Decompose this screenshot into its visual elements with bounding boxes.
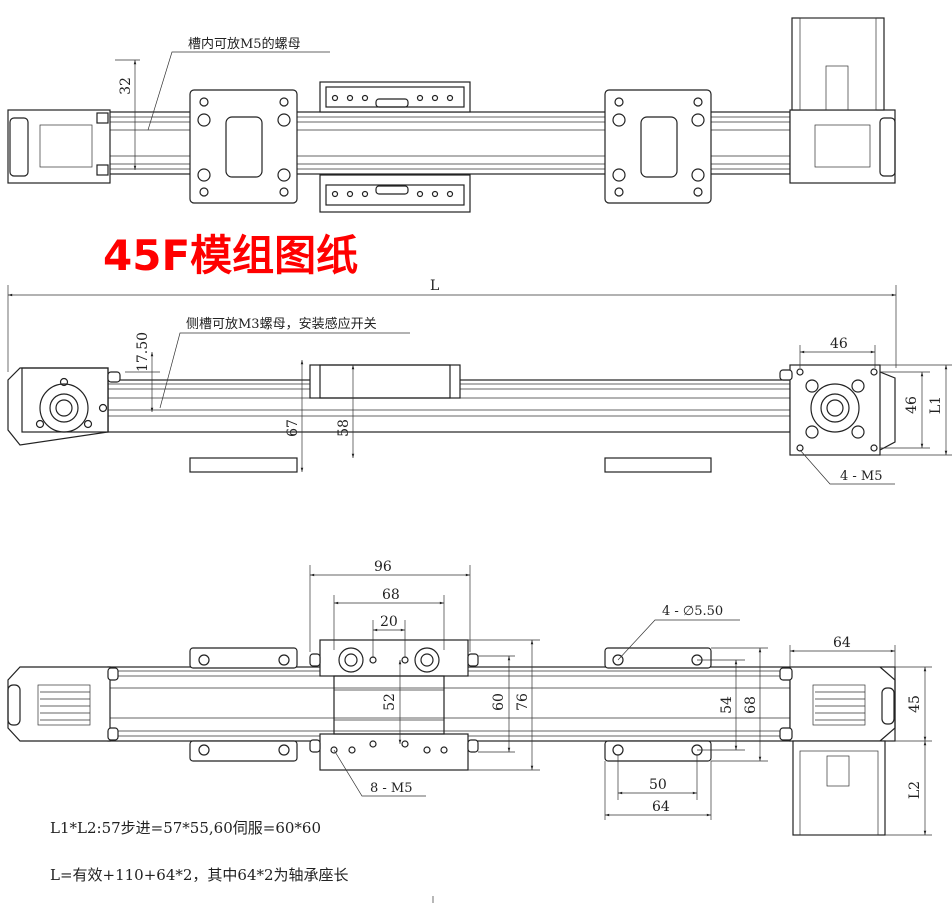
dim-20: 20 [380,614,398,630]
bottom-hole-note: 4 - ∅5.50 [662,604,723,619]
dim-52: 52 [382,693,398,711]
dim-54: 54 [719,696,735,714]
motor-size-note: L1*L2:57步进=57*55,60伺服=60*60 [50,819,321,837]
side-foot-right [604,457,712,473]
dim-46-vertical: 46 [904,396,920,414]
dim-64-bottom: 64 [652,799,670,815]
side-dimensions: 17.50 67 58 46 46 L1 [125,332,952,472]
dim-L1: L1 [928,396,944,414]
dim-50: 50 [649,777,667,793]
dim-32: 32 [118,77,134,95]
side-foot-left [189,457,298,473]
side-carriage [309,364,461,399]
side-right-motor-flange [779,364,896,456]
dim-76: 76 [515,693,531,711]
top-view: 32 槽内可放M5的螺母 [7,17,896,213]
dim-64-top: 64 [833,635,851,651]
dim-46-horizontal: 46 [830,336,848,352]
top-slot-callout: 槽内可放M5的螺母 [147,36,330,131]
dim-60: 60 [491,693,507,711]
bottom-plate-left [189,647,298,762]
dim-L2: L2 [907,781,923,799]
bottom-rail [107,666,791,742]
dim-67: 67 [285,419,301,437]
top-slot-note: 槽内可放M5的螺母 [188,36,301,52]
dim-45: 45 [907,695,923,713]
top-dimension-32: 32 [115,59,140,170]
dim-68-top: 68 [382,587,400,603]
bottom-view: 96 68 20 52 60 76 54 68 [7,559,932,836]
dim-58: 58 [336,419,352,437]
bottom-hole-callout: 4 - ∅5.50 [617,604,740,661]
drawing-title: 45F模组图纸 [103,231,358,280]
top-left-end-block [7,109,111,184]
dim-68-right: 68 [743,696,759,714]
side-view: L [7,278,952,485]
top-carriage-plate-right [604,89,712,204]
side-left-end-block [7,367,121,446]
dim-L: L [430,278,439,294]
top-center-slider [319,81,471,213]
bottom-screw-callout: 8 - M5 [333,749,426,797]
bottom-center-slider [309,639,479,771]
bottom-plate-right [604,647,712,762]
bottom-dimensions: 96 68 20 52 60 76 54 68 [309,559,932,836]
side-hole-callout: 4 - M5 [799,449,895,485]
top-carriage-plate-left [189,89,298,204]
dim-96: 96 [374,559,392,575]
dim-17-50: 17.50 [135,332,151,372]
bottom-right-end-block [779,666,896,836]
side-slot-callout: 侧槽可放M3螺母，安装感应开关 [159,316,410,409]
bottom-left-end-block [7,666,119,742]
bottom-screw-note: 8 - M5 [370,781,413,796]
length-formula-note: L=有效+110+64*2，其中64*2为轴承座长 [50,866,349,884]
side-hole-note: 4 - M5 [840,469,883,484]
side-slot-note: 侧槽可放M3螺母，安装感应开关 [186,316,377,332]
dimension-L: L [7,278,897,372]
top-right-end-block [789,17,896,184]
